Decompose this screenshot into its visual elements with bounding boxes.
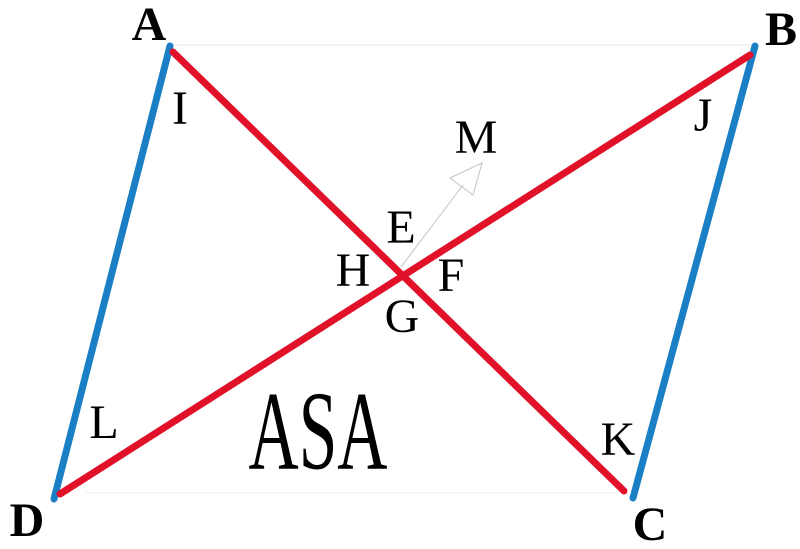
vertex-label-a: A xyxy=(131,0,167,51)
segment-BD-red xyxy=(56,51,754,498)
pointer-arrow-shaft xyxy=(400,184,464,268)
angle-label-l: L xyxy=(89,396,119,449)
asa-caption: ASA xyxy=(248,369,388,494)
point-label-m: M xyxy=(454,111,498,164)
segment-AC-red xyxy=(169,48,628,495)
vertex-label-d: D xyxy=(9,494,45,547)
angle-label-g: G xyxy=(384,290,420,343)
angle-label-i: I xyxy=(172,82,188,135)
vertex-label-b: B xyxy=(764,3,798,56)
pointer-arrowhead-icon xyxy=(449,162,483,196)
vertex-label-c: C xyxy=(632,498,668,549)
angle-label-f: F xyxy=(437,249,465,302)
angle-label-h: H xyxy=(335,244,371,297)
angle-label-j: J xyxy=(693,89,713,142)
segment-AD-blue xyxy=(50,42,174,503)
angle-label-k: K xyxy=(600,413,636,466)
segment-BC-blue xyxy=(629,42,759,502)
angle-label-e: E xyxy=(386,201,416,254)
